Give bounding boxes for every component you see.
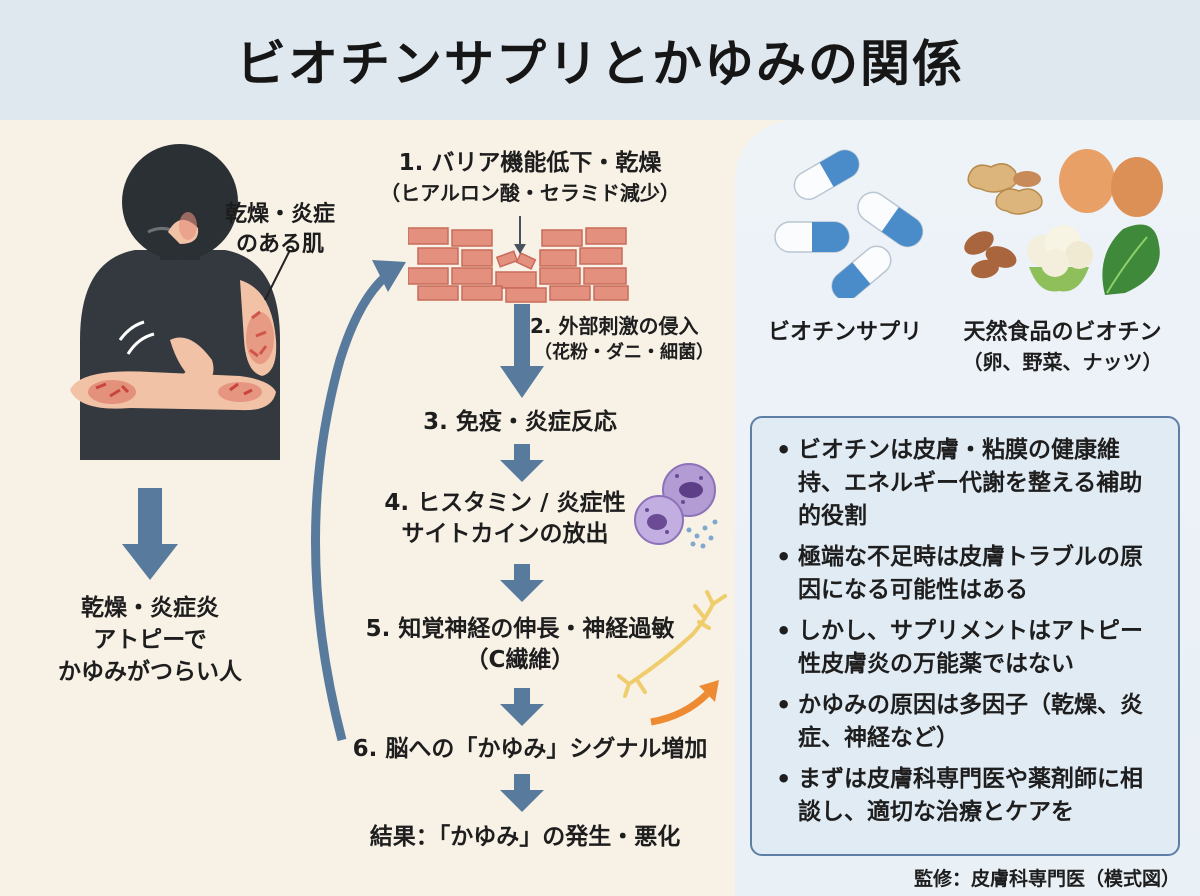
supplement-label: ビオチンサプリ <box>767 320 922 345</box>
key-point-item: かゆみの原因は多因子（乾燥、炎症、神経など） <box>772 689 1164 755</box>
down-arrow-icon <box>122 488 178 580</box>
caption-line-2: アトピーで <box>93 627 207 653</box>
key-point-item: 極端な不足時は皮膚トラブルの原因になる可能性はある <box>772 541 1164 607</box>
broken-brick-wall-icon <box>408 216 629 303</box>
result-title: 結果：「かゆみ」の発生・悪化 <box>369 824 681 850</box>
page-title: ビオチンサプリとかゆみの関係 <box>236 35 964 93</box>
key-points-box: ビオチンは皮膚・粘膜の健康維持、エネルギー代謝を整える補助的役割 極端な不足時は… <box>750 416 1180 856</box>
immune-cell-icon <box>634 463 718 549</box>
key-point-item: まずは皮膚科専門医や薬剤師に相談し、適切な治療とケアを <box>772 763 1164 829</box>
flow-arrow-5-icon <box>500 774 544 812</box>
caption-line-1: 乾燥・炎症炎 <box>81 595 219 621</box>
step-1-title: 1. バリア機能低下・乾燥 <box>398 150 662 176</box>
nerve-fiber-icon <box>617 590 727 726</box>
cycle-return-arrow-icon <box>311 260 406 742</box>
header-banner: ビオチンサプリとかゆみの関係 <box>0 0 1200 120</box>
natural-biotin-label: 天然食品のビオチン （卵、野菜、ナッツ） <box>945 318 1180 376</box>
flow-arrow-3-icon <box>500 564 544 602</box>
key-points-list: ビオチンは皮膚・粘膜の健康維持、エネルギー代謝を整える補助的役割 極端な不足時は… <box>772 434 1164 829</box>
flow-arrow-4-icon <box>500 688 544 726</box>
step-6-title: 6. 脳への「かゆみ」シグナル増加 <box>352 736 708 762</box>
key-point-item: ビオチンは皮膚・粘膜の健康維持、エネルギー代謝を整える補助的役割 <box>772 434 1164 533</box>
natural-label-sub: （卵、野菜、ナッツ） <box>962 350 1163 374</box>
step-5-title: 5. 知覚神経の伸長・神経過敏 <box>365 616 675 642</box>
natural-label-title: 天然食品のビオチン <box>963 320 1162 345</box>
supervision-credit: 監修：皮膚科専門医（模式図） <box>913 868 1180 890</box>
step-1: 1. バリア機能低下・乾燥 （ヒアルロン酸・セラミド減少） <box>345 148 715 207</box>
flow-arrow-1-icon <box>500 304 544 398</box>
step-2-sub: （花粉・ダニ・細菌） <box>534 342 714 363</box>
step-3-title: 3. 免疫・炎症反応 <box>423 409 617 435</box>
caption-line-3: かゆみがつらい人 <box>58 659 242 685</box>
step-4-title: 4. ヒスタミン / 炎症性 <box>384 490 626 516</box>
scratching-person-illustration <box>70 144 291 460</box>
step-5: 5. 知覚神経の伸長・神経過敏 （C繊維） <box>335 614 705 676</box>
key-point-item: しかし、サプリメントはアトピー性皮膚炎の万能薬ではない <box>772 615 1164 681</box>
step-4-line-2: サイトカインの放出 <box>401 521 609 547</box>
skin-callout-line-1: 乾燥・炎症 <box>224 202 335 227</box>
step-2: 2. 外部刺激の侵入 （花粉・ダニ・細菌） <box>530 312 730 366</box>
biotin-capsules-icon <box>774 149 924 298</box>
target-person-caption: 乾燥・炎症炎 アトピーで かゆみがつらい人 <box>30 592 270 688</box>
step-2-title: 2. 外部刺激の侵入 <box>530 314 699 338</box>
natural-foods-icon <box>964 149 1163 295</box>
flow-arrow-2-icon <box>500 444 544 482</box>
step-5-sub: （C繊維） <box>465 647 575 673</box>
step-4: 4. ヒスタミン / 炎症性 サイトカインの放出 <box>350 488 660 550</box>
skin-callout-label: 乾燥・炎症 のある肌 <box>215 200 345 260</box>
skin-callout-line-2: のある肌 <box>235 232 324 257</box>
step-1-sub: （ヒアルロン酸・セラミド減少） <box>380 181 680 205</box>
